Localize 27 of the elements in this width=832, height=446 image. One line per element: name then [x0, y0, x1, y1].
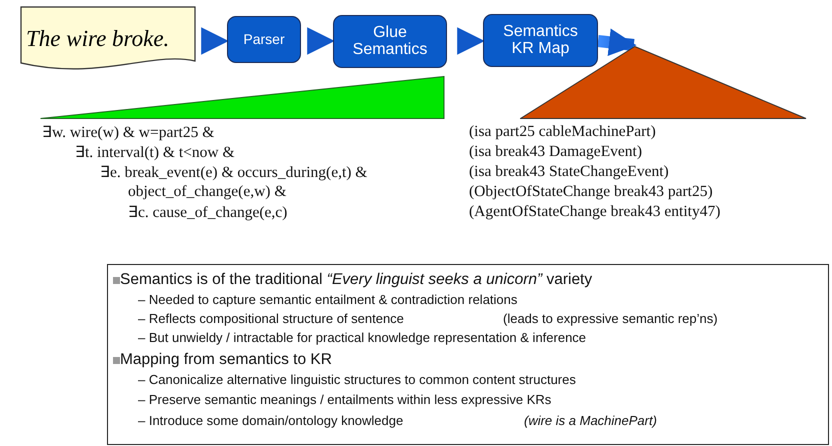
sub-bullet-text: – Preserve semantic meanings / entailments within less expressive KRs: [138, 392, 552, 407]
triangle-shape: [40, 76, 445, 119]
bullet-text: Mapping from semantics to KR: [120, 351, 332, 369]
kr-assertion: (isa break43 DamageEvent): [469, 143, 642, 161]
sub-bullet-text: – Reflects compositional structure of sentence: [138, 311, 404, 326]
sub-bullet-text: (wire is a MachinePart): [524, 413, 657, 428]
kr-assertion: (AgentOfStateChange break43 entity47): [469, 203, 720, 221]
text-panel: [107, 264, 829, 445]
sub-bullet-text: – Needed to capture semantic entailment & contradiction relations: [138, 292, 518, 307]
bullet-text: Semantics is of the traditional “Every linguist seeks a unicorn” variety: [120, 271, 592, 289]
sub-bullet-text: – Canonicalize alternative linguistic structures to common content structures: [138, 372, 576, 387]
sub-bullet-text: (leads to expressive semantic rep’ns): [503, 311, 718, 326]
logic-formula: ∃t. interval(t) & t<now &: [75, 143, 235, 162]
kr-assertion: (isa part25 cableMachinePart): [469, 123, 656, 141]
process-box: Glue Semantics: [333, 15, 447, 68]
logic-formula: object_of_change(e,w) &: [128, 183, 286, 201]
block-arrow: [597, 28, 637, 56]
sub-bullet-text: – But unwieldy / intractable for practical knowledge representation & inference: [138, 330, 586, 345]
logic-formula: ∃w. wire(w) & w=part25 &: [42, 123, 214, 142]
logic-formula: ∃c. cause_of_change(e,c): [128, 203, 288, 222]
process-box: Semantics KR Map: [483, 14, 598, 67]
kr-assertion: (ObjectOfStateChange break43 part25): [469, 183, 713, 201]
kr-assertion: (isa break43 StateChangeEvent): [469, 163, 669, 181]
process-box: Parser: [227, 16, 301, 63]
sentence-text: The wire broke.: [26, 26, 170, 52]
logic-formula: ∃e. break_event(e) & occurs_during(e,t) &: [100, 163, 368, 182]
sub-bullet-text: – Introduce some domain/ontology knowledge: [138, 413, 404, 428]
